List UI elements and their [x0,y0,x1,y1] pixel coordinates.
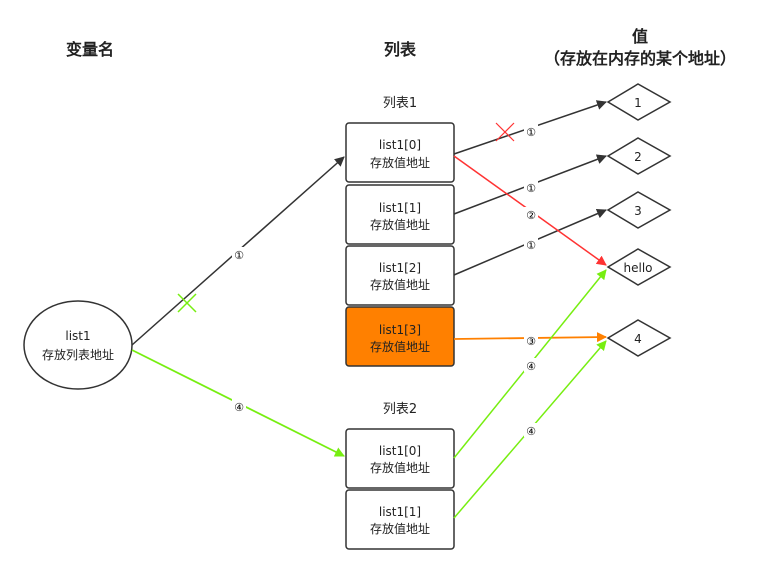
list1-cell-2-rect [345,245,455,306]
step-label-text: ④ [526,425,536,438]
value-diamond-2 [606,137,672,175]
variable-ellipse [23,300,133,390]
value-node-2: 2 [606,137,672,175]
step-label-list1-0-to-hello: ② [524,207,538,222]
step-label-bg [232,247,246,261]
list2-title: 列表2 [383,402,417,417]
list2-cell-0-desc: 存放值地址 [370,460,430,475]
list1-cell-3-name: list1[3] [379,323,421,337]
step-label-bg [524,423,538,437]
step-label-bg [524,333,538,347]
step-label-bg [524,237,538,251]
step-label-text: ① [526,126,536,139]
list1-cell-2-desc: 存放值地址 [370,277,430,292]
cross-mark-red-b [495,122,515,142]
step-label-text: ④ [234,401,244,414]
list2-cell-0-rect [345,428,455,489]
list1-cell-1-desc: 存放值地址 [370,217,430,232]
step-label-var-list1: ① [232,247,246,262]
step-label-list1-0-to-1: ① [524,124,538,139]
list1-cell-1-name: list1[1] [379,201,421,215]
list2-cell-1-name: list1[1] [379,505,421,519]
list1-cell-0-name: list1[0] [379,138,421,152]
variable-desc: 存放列表地址 [42,347,114,362]
step-label-list1-3-to-4: ③ [524,333,538,348]
value-diamond-3 [606,191,672,229]
value-text-3: 3 [634,204,642,218]
list2-cell-0-name: list1[0] [379,444,421,458]
variable-node: list1 存放列表地址 [23,300,133,390]
step-label-bg [524,207,538,221]
value-diamond-1 [606,83,672,121]
list1-cell-1: list1[1] 存放值地址 [345,184,455,245]
cross-mark-green-b [177,293,197,313]
list1-cell-1-rect [345,184,455,245]
value-node-3: 3 [606,191,672,229]
step-label-text: ④ [526,360,536,373]
step-label-text: ② [526,209,536,222]
list1-cell-0-rect [345,122,455,183]
step-label-bg [524,124,538,138]
header-value: 值 [632,27,648,46]
value-node-hello: hello [606,248,672,286]
list1-cell-3: list1[3] 存放值地址 [345,306,455,367]
variable-name: list1 [65,329,90,343]
step-label-bg [524,180,538,194]
list1-cell-0-desc: 存放值地址 [370,155,430,170]
list2-cell-1: list1[1] 存放值地址 [345,489,455,550]
list1-title: 列表1 [383,96,417,111]
list2-cell-1-rect [345,489,455,550]
step-label-text: ① [526,182,536,195]
step-label-list1-1-to-2: ① [524,180,538,195]
header-value-sub: （存放在内存的某个地址） [544,49,736,68]
list1-cell-0: list1[0] 存放值地址 [345,122,455,183]
step-label-bg [524,358,538,372]
value-text-hello: hello [624,261,653,275]
header-list: 列表 [384,40,417,59]
value-diamond-4 [606,319,672,357]
value-node-1: 1 [606,83,672,121]
list1-cell-3-rect [345,306,455,367]
list1-cell-2: list1[2] 存放值地址 [345,245,455,306]
step-label-text: ① [234,249,244,262]
step-label-list1-2-to-3: ① [524,237,538,252]
list2-cell-0: list1[0] 存放值地址 [345,428,455,489]
list1-cell-3-desc: 存放值地址 [370,339,430,354]
header-var-name: 变量名 [66,40,114,59]
value-node-4: 4 [606,319,672,357]
step-label-text: ① [526,239,536,252]
step-label-list2-0-to-hello: ④ [524,358,538,373]
list2-cell-1-desc: 存放值地址 [370,521,430,536]
step-label-text: ③ [526,335,536,348]
value-text-2: 2 [634,150,642,164]
value-text-4: 4 [634,332,642,346]
list1-cell-2-name: list1[2] [379,261,421,275]
step-label-var-list2: ④ [232,399,246,414]
value-text-1: 1 [634,96,642,110]
step-label-list2-1-to-4: ④ [524,423,538,438]
value-diamond-hello [606,248,672,286]
step-label-bg [232,399,246,413]
